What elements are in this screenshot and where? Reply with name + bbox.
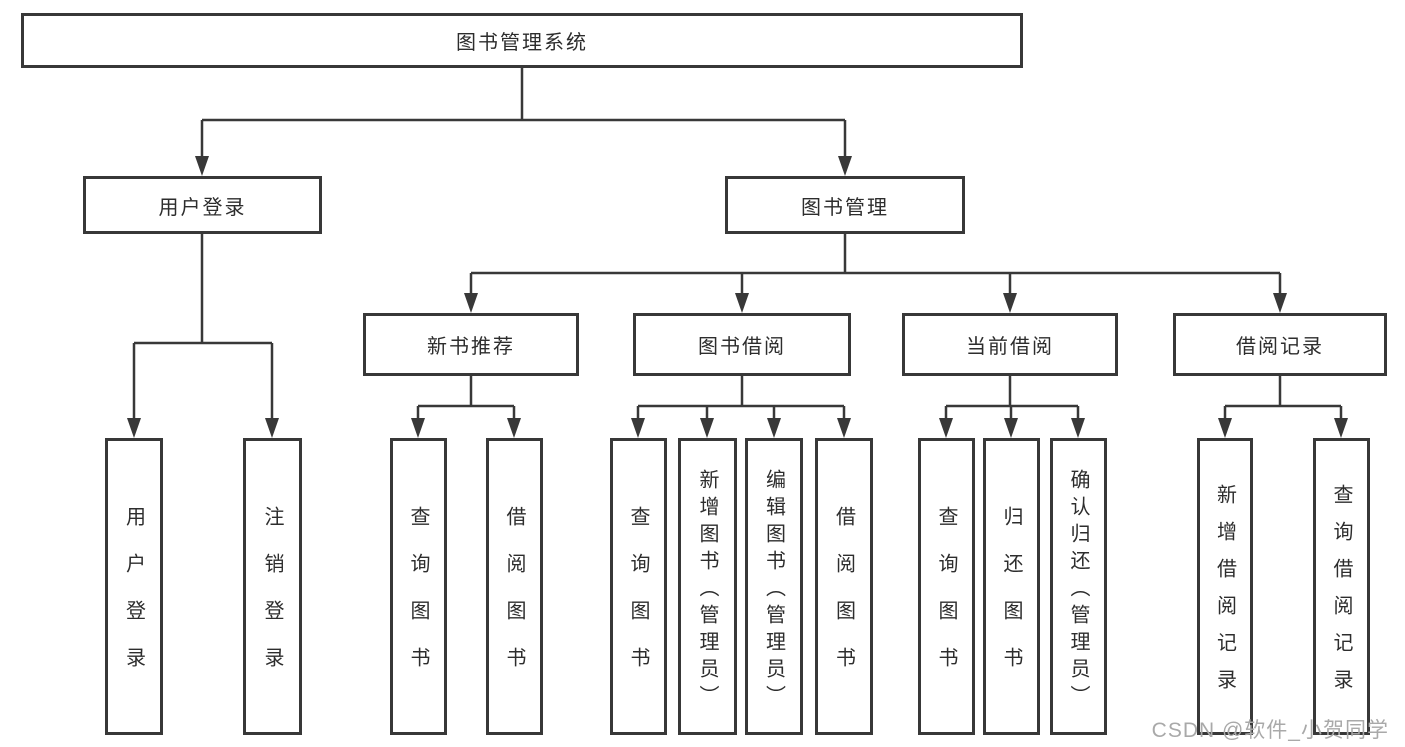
arrow-down-icon — [1003, 293, 1017, 313]
edge-current-split — [944, 376, 1080, 420]
node-user-login: 用户登录 — [83, 176, 322, 234]
arrow-down-icon — [735, 293, 749, 313]
leaf-borrow-books-recommend: 借阅图书 — [486, 438, 543, 735]
arrow-down-icon — [265, 418, 279, 438]
node-book-management: 图书管理 — [725, 176, 965, 234]
arrow-down-icon — [1273, 293, 1287, 313]
arrow-down-icon — [127, 418, 141, 438]
leaf-logout: 注销登录 — [243, 438, 302, 735]
leaf-add-borrow-record: 新增借阅记录 — [1197, 438, 1253, 735]
edge-borrowing-split — [636, 376, 846, 420]
arrow-down-icon — [464, 293, 478, 313]
leaf-query-borrow-record: 查询借阅记录 — [1313, 438, 1370, 735]
node-library-management-system: 图书管理系统 — [21, 13, 1023, 68]
leaf-return-books: 归还图书 — [983, 438, 1040, 735]
leaf-edit-books-admin: 编辑图书（管理员） — [745, 438, 803, 735]
leaf-query-books-borrowing: 查询图书 — [610, 438, 667, 735]
arrow-down-icon — [1334, 418, 1348, 438]
arrow-down-icon — [1004, 418, 1018, 438]
edge-root-split — [200, 68, 847, 158]
edge-records-split — [1223, 376, 1343, 420]
arrow-down-icon — [1071, 418, 1085, 438]
node-current-borrowing: 当前借阅 — [902, 313, 1118, 376]
arrow-down-icon — [411, 418, 425, 438]
node-borrowing-records: 借阅记录 — [1173, 313, 1387, 376]
arrow-down-icon — [507, 418, 521, 438]
arrowheads — [127, 156, 1348, 438]
leaf-confirm-return-admin: 确认归还（管理员） — [1050, 438, 1107, 735]
arrow-down-icon — [838, 156, 852, 176]
csdn-watermark: CSDN @软件_小贺同学 — [1151, 719, 1389, 742]
arrow-down-icon — [700, 418, 714, 438]
leaf-user-login: 用户登录 — [105, 438, 163, 735]
leaf-borrow-books: 借阅图书 — [815, 438, 873, 735]
leaf-add-books-admin: 新增图书（管理员） — [678, 438, 737, 735]
leaf-query-books-current: 查询图书 — [918, 438, 975, 735]
node-book-borrowing: 图书借阅 — [633, 313, 851, 376]
edge-userlogin-split — [132, 234, 274, 420]
node-new-book-recommendation: 新书推荐 — [363, 313, 579, 376]
edge-newbook-split — [416, 376, 516, 420]
arrow-down-icon — [837, 418, 851, 438]
edge-bookmgmt-split — [469, 234, 1282, 295]
arrow-down-icon — [195, 156, 209, 176]
arrow-down-icon — [1218, 418, 1232, 438]
leaf-query-books-recommend: 查询图书 — [390, 438, 447, 735]
arrow-down-icon — [631, 418, 645, 438]
arrow-down-icon — [767, 418, 781, 438]
arrow-down-icon — [939, 418, 953, 438]
